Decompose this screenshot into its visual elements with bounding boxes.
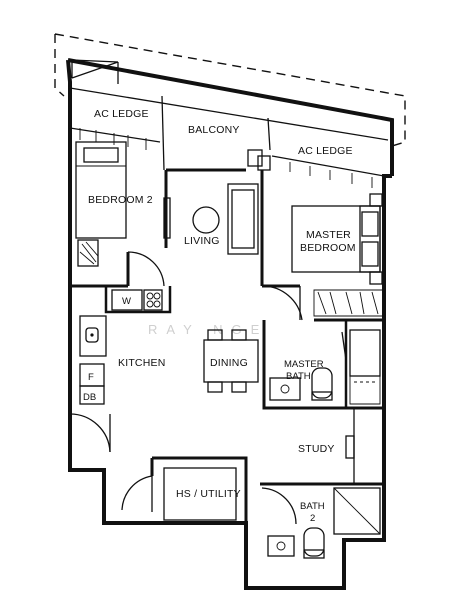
label-ac-ledge-left: AC LEDGE: [94, 108, 149, 120]
label-master-bedroom-2: BEDROOM: [300, 242, 356, 254]
label-hs-utility: HS / UTILITY: [176, 488, 241, 500]
label-living: LIVING: [184, 235, 220, 247]
label-ac-ledge-right: AC LEDGE: [298, 145, 353, 157]
label-master-bedroom-1: MASTER: [306, 229, 351, 241]
label-dining: DINING: [210, 357, 248, 369]
bath2-fixtures: [261, 487, 381, 559]
balcony-strip: [69, 87, 389, 188]
label-washer: W: [122, 296, 131, 307]
dining-furniture: [203, 286, 301, 393]
label-master-bath-1: MASTER: [284, 359, 324, 370]
roof-outline: [54, 33, 406, 147]
label-kitchen: KITCHEN: [118, 357, 166, 369]
label-fridge: F: [88, 372, 94, 383]
master-bedroom-furniture: [261, 193, 385, 321]
label-balcony: BALCONY: [188, 124, 240, 136]
bedroom2-furniture: [75, 141, 171, 267]
kitchen-fixtures: [69, 289, 163, 453]
study-fixtures: [345, 407, 385, 485]
interior-walls: [68, 168, 384, 523]
label-bath-2-1: BATH: [300, 501, 325, 512]
label-db: DB: [83, 392, 96, 403]
label-master-bath-2: BATH: [286, 371, 311, 382]
label-study: STUDY: [298, 443, 335, 455]
living-furniture: [127, 183, 259, 287]
utility-fixtures: [121, 467, 237, 521]
label-bedroom-2: BEDROOM 2: [88, 194, 153, 206]
master-bath-fixtures: [269, 329, 381, 405]
label-bath-2-2: 2: [310, 513, 315, 524]
